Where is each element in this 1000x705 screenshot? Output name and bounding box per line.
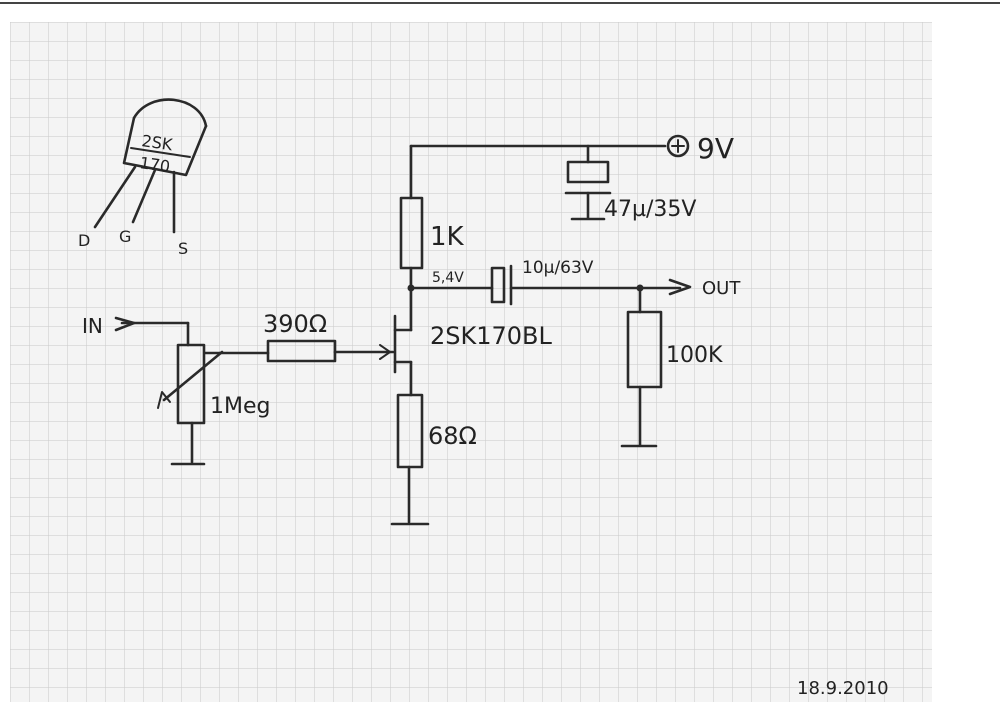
output-label: OUT	[702, 278, 741, 299]
pin-label-gate: G	[119, 227, 131, 246]
potentiometer	[157, 343, 224, 466]
resistor-drain-label: 1K	[430, 222, 465, 252]
jfet-symbol	[379, 314, 413, 397]
capacitor-output-label: 10µ/63V	[522, 258, 594, 278]
resistor-drain	[399, 196, 424, 332]
pin-label-drain: D	[78, 231, 90, 250]
pinout-body-line2: 170	[138, 153, 171, 176]
drain-voltage-label: 5,4V	[432, 270, 464, 286]
supply-terminal	[666, 134, 690, 158]
pinout-body-line1: 2SK	[140, 131, 174, 154]
resistor-source-label: 68Ω	[428, 422, 477, 450]
resistor-gate	[203, 339, 395, 363]
capacitor-supply	[564, 160, 612, 221]
resistor-load	[620, 284, 663, 448]
graph-paper-grid	[10, 22, 932, 702]
capacitor-supply-label: 47µ/35V	[604, 197, 696, 222]
supply-rail	[409, 144, 667, 200]
input-wire	[114, 316, 190, 347]
pin-label-source: S	[178, 239, 188, 258]
supply-label: 9V	[697, 132, 734, 165]
resistor-source	[390, 393, 430, 526]
date-label: 18.9.2010	[797, 678, 889, 699]
potentiometer-label: 1Meg	[210, 394, 270, 419]
jfet-label: 2SK170BL	[430, 322, 553, 350]
resistor-gate-label: 390Ω	[263, 310, 327, 338]
transistor-pinout	[93, 98, 208, 234]
resistor-load-label: 100K	[666, 343, 723, 368]
input-label: IN	[82, 314, 103, 338]
capacitor-output	[409, 264, 692, 306]
